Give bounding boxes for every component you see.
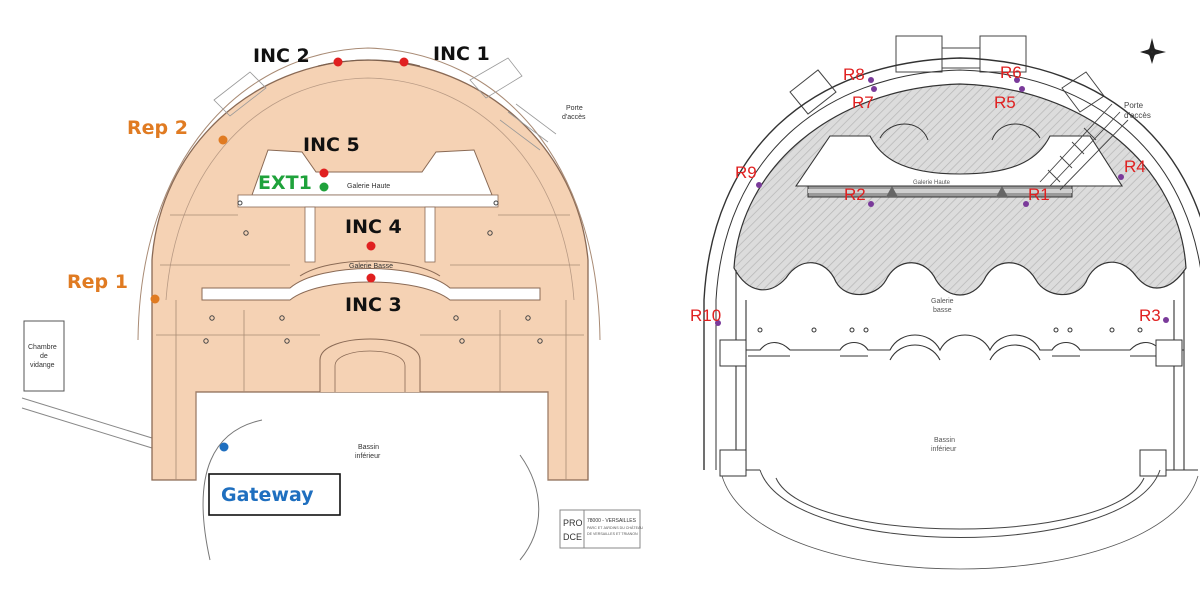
r4-marker: [1118, 174, 1124, 180]
r-galerie-basse-text-1: Galerie: [931, 298, 954, 305]
inc4-marker: [366, 241, 376, 251]
ext1-label: EXT1: [258, 172, 312, 194]
left-inner-ring: [165, 77, 575, 301]
r10-marker: [715, 320, 721, 326]
stamp-sub-2: DE VERSAILLES ET TRIANON: [587, 532, 638, 536]
stair-structures: [213, 57, 557, 151]
upper-gallery-cutout: [794, 135, 1124, 187]
galerie-haute-cavity: [251, 149, 493, 196]
bassin-curve: [202, 419, 540, 561]
right-floor-plan: Galerie Haute Galerie basse Bassin infér…: [690, 35, 1200, 570]
galerie-basse-band: [201, 268, 541, 301]
left-outer-ring: [137, 47, 601, 341]
r-galerie-haute-text: Galerie Haute: [913, 180, 951, 186]
right-labels: R1 R2 R3 R4 R5 R6 R7 R8 R9 R10: [690, 63, 1161, 325]
beam-marker-right: [996, 186, 1008, 197]
rep2-marker: [218, 135, 228, 145]
inc5-marker: [319, 168, 329, 178]
bassin-text-2: inférieur: [355, 453, 381, 460]
stamp-logo-2: DCE: [563, 532, 582, 542]
beam-marker-left: [886, 186, 898, 197]
r3-label: R3: [1139, 306, 1161, 325]
galerie-basse-curve: [299, 260, 441, 277]
r5-marker: [1019, 86, 1025, 92]
r-porte-text-1: Porte: [1124, 101, 1144, 110]
r-bassin-text-2: inférieur: [931, 446, 957, 453]
r1-label: R1: [1028, 185, 1050, 204]
pile-markers: [203, 200, 543, 344]
rep2-label: Rep 2: [127, 117, 188, 139]
inc2-label: INC 2: [253, 45, 310, 67]
stamp-sub-1: PARC ET JARDINS DU CHÂTEAU: [587, 526, 643, 530]
r7-marker: [871, 86, 877, 92]
inc5-label: INC 5: [303, 134, 360, 156]
r9-marker: [756, 182, 762, 188]
inc1-marker: [399, 57, 409, 67]
bassin-arcs: [759, 469, 1161, 538]
r9-label: R9: [735, 163, 757, 182]
inc1-label: INC 1: [433, 43, 490, 65]
top-arc: [317, 59, 421, 67]
compass-rose-icon: [1140, 38, 1166, 64]
gateway-box: [208, 473, 341, 516]
r2-label: R2: [844, 185, 866, 204]
bassin-text-1: Bassin: [358, 444, 379, 451]
left-floor-plan: Galerie Haute Galerie Basse Bassin infér…: [21, 43, 643, 561]
gateway-label: Gateway: [221, 484, 314, 506]
r2-marker: [868, 201, 874, 207]
bassin-arc-outer: [721, 475, 1199, 570]
galerie-haute-beam-inner: [808, 189, 1072, 193]
columns: [719, 339, 1183, 477]
r-galerie-basse-text-2: basse: [933, 307, 952, 314]
stamp-logo-1: PRO: [563, 518, 583, 528]
drain-pipe: [21, 397, 153, 449]
inc3-marker: [366, 273, 376, 283]
r8-marker: [868, 77, 874, 83]
r1-marker: [1023, 201, 1029, 207]
right-stairs: [1039, 103, 1129, 191]
top-blocks: [789, 35, 1105, 115]
right-sensor-markers: [715, 77, 1169, 326]
r6-label: R6: [1000, 63, 1022, 82]
porte-text-2: d'accès: [562, 114, 586, 121]
chambre-de-vidange-box: [23, 320, 65, 392]
gateway-marker: [219, 442, 229, 452]
outer-ring-2: [715, 69, 1200, 470]
r7-label: R7: [852, 93, 874, 112]
r10-label: R10: [690, 306, 721, 325]
galerie-basse-text: Galerie Basse: [349, 263, 393, 270]
inc4-label: INC 4: [345, 216, 402, 238]
central-alcove: [319, 338, 421, 392]
chambre-text-3: vidange: [30, 362, 55, 369]
outer-ring: [703, 57, 1200, 470]
r6-marker: [1014, 77, 1020, 83]
r3-marker: [1163, 317, 1169, 323]
porte-text-1: Porte: [566, 105, 583, 112]
chambre-text-2: de: [40, 353, 48, 360]
upper-gallery-lobes: [879, 123, 1041, 141]
right-pile-markers: [757, 327, 1143, 333]
r5-label: R5: [994, 93, 1016, 112]
galerie-haute-corridor: [237, 194, 499, 208]
r8-label: R8: [843, 65, 865, 84]
inc2-marker: [333, 57, 343, 67]
galerie-haute-text: Galerie Haute: [347, 183, 390, 190]
passage-right: [424, 206, 436, 263]
passage-left: [304, 206, 316, 263]
r-bassin-text-1: Bassin: [934, 437, 955, 444]
title-stamp: PRO DCE 78000 - VERSAILLES PARC ET JARDI…: [559, 509, 643, 549]
chambre-text-1: Chambre: [28, 344, 57, 351]
r4-label: R4: [1124, 157, 1146, 176]
stamp-title: 78000 - VERSAILLES: [587, 518, 637, 524]
left-sensor-markers: [150, 57, 409, 452]
r-porte-text-2: d'accès: [1124, 111, 1151, 120]
ext1-marker: [319, 182, 329, 192]
room-partitions: [156, 214, 584, 480]
rep1-marker: [150, 294, 160, 304]
inc3-label: INC 3: [345, 294, 402, 316]
rep1-label: Rep 1: [67, 271, 128, 293]
lower-structure: [722, 270, 1198, 471]
